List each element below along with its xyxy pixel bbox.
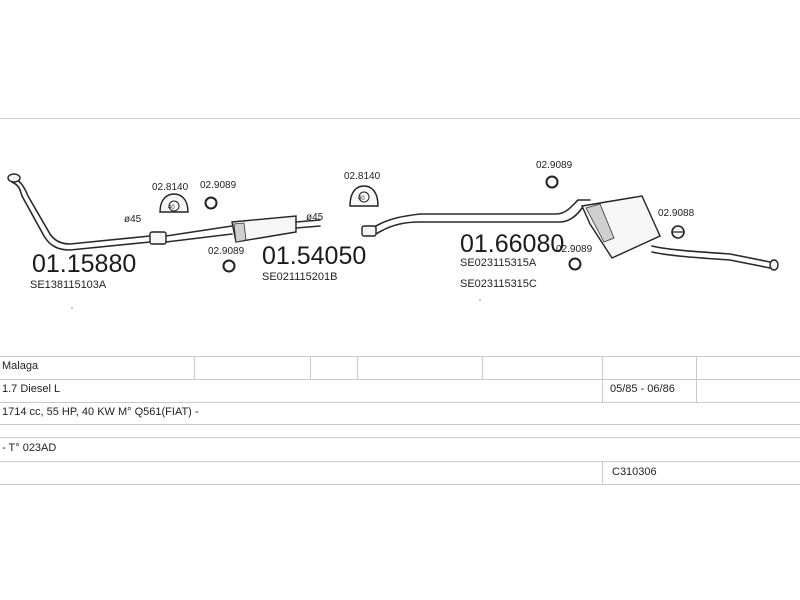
section-oe-1: SE138115103A [30,279,107,291]
part-code: 02.9089 [536,160,573,171]
hanger-size-label: 40 [168,205,175,211]
part-code: 02.8140 [152,182,189,193]
rubber-ring-icon[interactable] [545,175,559,189]
front-pipe-joint [149,231,167,245]
table-line [0,402,800,403]
rubber-ring-icon[interactable] [204,196,218,210]
table-divider [602,461,603,484]
table-line [0,461,800,462]
vehicle-engine: 1.7 Diesel L [2,383,61,395]
tail-pipe-end [769,259,779,271]
table-line [0,424,800,425]
part-code: 02.9089 [208,246,245,257]
rear-silencer[interactable] [361,195,779,271]
part-code: 02.9089 [556,244,593,255]
pipe-diameter-label: ø45 [124,214,142,225]
table-line [0,484,800,485]
part-code: 02.9088 [658,208,695,219]
stray-dot [479,299,481,301]
table-line [0,356,800,357]
section-code-3: 01.66080 [460,230,564,258]
front-flange [7,173,21,183]
section-code-2: 01.54050 [262,242,366,270]
rubber-ring-icon[interactable] [222,259,236,273]
rubber-ring-icon[interactable] [568,257,582,271]
front-pipe[interactable] [7,173,167,251]
table-divider [696,356,697,402]
hanger-size-label: 40 [358,196,365,202]
table-divider [194,356,195,379]
table-divider [310,356,311,379]
section-code-1: 01.15880 [32,250,136,278]
vehicle-years: 05/85 - 06/86 [610,383,675,395]
vehicle-specs: 1714 cc, 55 HP, 40 KW M° Q561(FIAT) - [2,406,199,418]
part-code: 02.8140 [344,171,381,182]
rubber-mount-icon[interactable] [671,225,685,239]
part-code: 02.9089 [200,180,237,191]
section-oe-3a: SE023115315A [460,257,537,269]
vehicle-model: Malaga [2,360,39,372]
table-divider [357,356,358,379]
section-oe-3b: SE023115315C [460,278,537,290]
rear-pipe-joint [361,225,377,237]
table-divider [482,356,483,379]
table-line [0,437,800,438]
hanger-icon[interactable]: 40 [159,193,189,213]
hanger-icon[interactable]: 40 [349,185,379,207]
engine-code: - T° 023AD [2,442,57,454]
table-line [0,379,800,380]
frame-top-line [0,118,800,119]
stray-dot [71,307,73,309]
center-silencer[interactable] [165,215,321,243]
catalog-reference: C310306 [612,466,657,478]
table-divider [602,356,603,402]
section-oe-2: SE021115201B [262,271,337,283]
pipe-diameter-label: ø45 [306,212,324,223]
